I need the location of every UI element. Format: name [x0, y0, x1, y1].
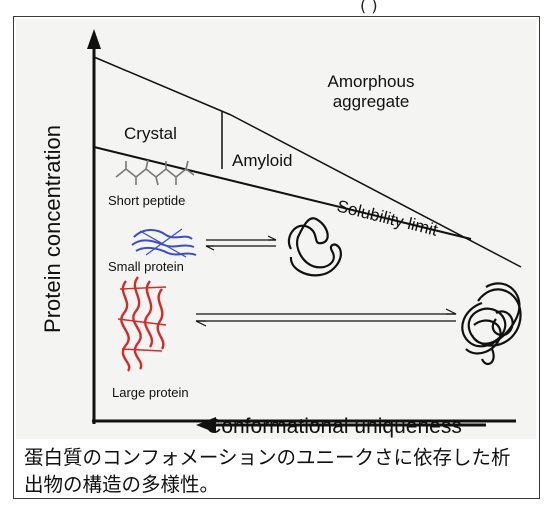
x-axis-label-visible: Conformational uniqueness — [206, 415, 462, 438]
phase-diagram: Crystal Amyloid Amorphous aggregate Solu… — [40, 29, 522, 438]
short-peptide-structure — [115, 159, 195, 186]
large-eq-arrowhead-forward — [445, 308, 457, 315]
small-protein-label: Small protein — [108, 259, 184, 274]
amorphous-label-line1: Amorphous — [328, 72, 415, 91]
solubility-limit-line — [93, 146, 472, 240]
large-unfolded-chain — [461, 282, 522, 366]
y-axis-label: Protein concentration — [40, 125, 65, 333]
partial-header-text: ( ) — [360, 0, 378, 15]
solubility-limit-label: Solubility limit — [335, 196, 440, 239]
amyloid-boundary-line — [230, 114, 522, 268]
diagram-area: Crystal Amyloid Amorphous aggregate Solu… — [16, 19, 536, 439]
amorphous-label-line2: aggregate — [333, 92, 410, 111]
figure-frame: Crystal Amyloid Amorphous aggregate Solu… — [13, 16, 540, 499]
figure-caption: 蛋白質のコンフォメーションのユニークさに依存した析出物の構造の多様性。 — [24, 446, 511, 496]
small-protein-structure — [131, 228, 197, 258]
y-axis-arrowhead — [87, 29, 101, 49]
small-eq-arrowhead-back — [205, 245, 215, 251]
large-protein-structure — [117, 276, 167, 372]
small-eq-arrowhead-forward — [267, 235, 277, 241]
short-peptide-label: Short peptide — [108, 193, 185, 208]
small-unfolded-chain — [287, 217, 342, 277]
large-eq-arrowhead-back — [195, 320, 207, 327]
large-protein-label: Large protein — [112, 385, 189, 400]
crystal-label: Crystal — [124, 124, 177, 143]
uniqueness-arrowhead — [196, 417, 216, 433]
upper-boundary-line — [93, 56, 232, 116]
amyloid-label: Amyloid — [232, 151, 292, 170]
